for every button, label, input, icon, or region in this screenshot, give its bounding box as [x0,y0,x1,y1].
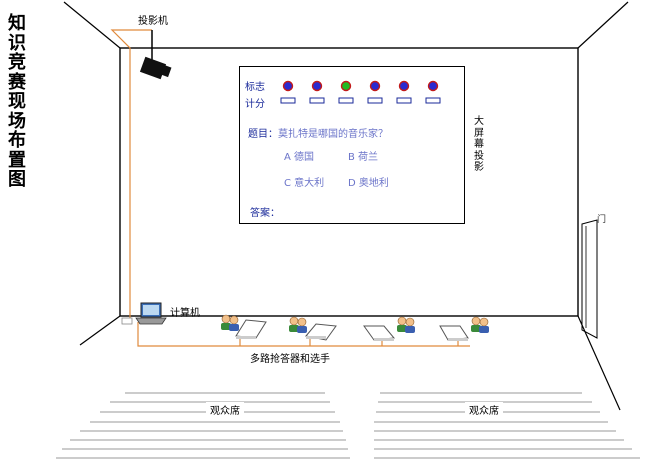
flag-indicator-lamp [340,80,352,92]
question-prefix: 题目： [248,129,278,140]
audience-label-right: 观众席 [465,402,503,417]
score-slot [425,97,441,104]
projection-screen: 标志 计分 题目：莫扎特是哪国的音乐家？ A 德国 B 荷兰 C 意大利 D 奥… [239,66,465,224]
contestant-icon [397,316,415,333]
buzzer-device [305,323,337,341]
flag-indicator-lamp [427,80,439,92]
big-screen-label: 大 屏 幕 投 影 [474,116,484,173]
ceiling-edge-left [63,1,121,49]
score-label: 计分 [245,99,265,110]
question-line: 题目：莫扎特是哪国的音乐家？ [248,125,388,140]
projector-icon [139,30,172,80]
option-d: D 奥地利 [348,178,389,189]
door-label: 门 [597,215,607,225]
option-b: B 荷兰 [348,152,379,163]
ceiling-edge-right [577,1,629,49]
floor-edge-right [577,315,621,411]
back-wall [119,47,579,317]
buzzer-contestants-label: 多路抢答器和选手 [250,354,330,365]
audience-label-left: 观众席 [206,402,244,417]
computer-label: 计算机 [170,308,200,319]
contestant-icon [289,316,307,333]
computer-icon [135,302,167,325]
buzzer-device [235,319,267,339]
score-slot [338,97,354,104]
score-slot [396,97,412,104]
contestant-icon [221,314,239,331]
floor-edge-left [79,315,121,346]
contestant-icon [471,316,489,333]
diagram-title: 知 识 竞 赛 现 场 布 置 图 [8,13,26,190]
score-slot [367,97,383,104]
audience-seating-left [56,392,350,459]
door [581,219,598,339]
indicator-row [280,80,441,104]
flag-indicator-lamp [282,80,294,92]
question-text: 莫扎特是哪国的音乐家？ [278,129,388,140]
flag-indicator-lamp [398,80,410,92]
answer-label: 答案： [250,208,280,219]
score-slot [280,97,296,104]
buzzer-device [439,325,469,341]
projector-label: 投影机 [138,16,168,27]
flag-indicator-lamp [311,80,323,92]
buzzer-device [363,325,395,341]
option-c: C 意大利 [284,178,325,189]
score-slot [309,97,325,104]
flag-label: 标志 [245,82,265,93]
flag-indicator-lamp [369,80,381,92]
buzzer-wire [137,322,470,347]
audience-seating-right [374,392,640,459]
option-a: A 德国 [284,152,315,163]
